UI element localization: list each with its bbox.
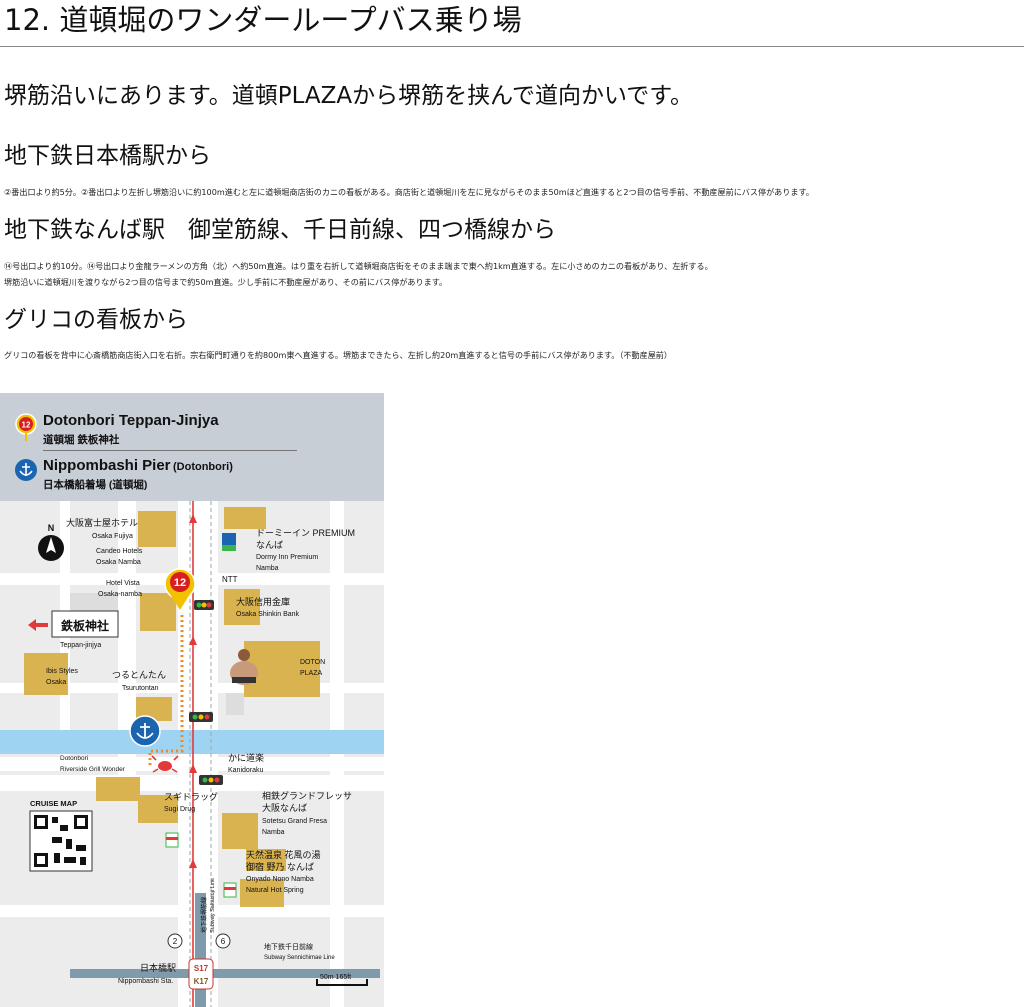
north-label: N: [48, 523, 55, 533]
label-station-ja: 日本橋駅: [140, 962, 176, 973]
north-arrow-icon: [38, 535, 64, 561]
exit-2-marker: 2: [167, 933, 183, 949]
cruise-map-qr-code: [29, 810, 93, 872]
label-onsen-ja1: 天然温泉 花風の湯: [246, 849, 321, 860]
label-kani-en: Kanidoraku: [228, 767, 264, 774]
label-tsuru-en: Tsurutontan: [122, 685, 159, 692]
label-dormy-ja1: ドーミーイン PREMIUM: [256, 528, 355, 538]
label-sotetsu-en1: Sotetsu Grand Fresa: [262, 818, 327, 825]
legend-stop-number: 12: [22, 421, 31, 430]
station-code-badge: S17 K17: [188, 958, 214, 990]
scale-bar: [316, 979, 368, 986]
exit-6-marker: 6: [215, 933, 231, 949]
label-dormy-en2: Namba: [256, 565, 279, 572]
legend-pier-ja: 日本橋船着場 (道頓堀): [43, 478, 147, 491]
traffic-light-3: [199, 775, 223, 785]
legend-stop-ja: 道頓堀 鉄板神社: [43, 433, 120, 446]
label-sotetsu-ja1: 相鉄グランドフレッサ: [262, 790, 352, 801]
subway-sakaisuji-line: [195, 893, 206, 1007]
section-text-namba-2: 堺筋沿いに道頓堀川を渡りながら2つ目の信号まで約50m直進。少し手前に不動産屋が…: [4, 277, 448, 287]
label-sugi-en: Sugi Drug: [164, 806, 195, 813]
title-divider: [0, 46, 1024, 47]
cruise-map-label: CRUISE MAP: [30, 799, 77, 808]
section-text-nippombashi: ②番出口より約5分。②番出口より左折し堺筋沿いに約100m進むと左に道頓堀商店街…: [4, 187, 814, 197]
section-text-namba-1: ⑭号出口より約10分。⑭号出口より金龍ラーメンの方角（北）へ約50m直進。はり重…: [4, 261, 713, 271]
label-onsen-ja2: 御宿 野乃 なんば: [246, 861, 314, 872]
legend-pier-en: Nippombashi Pier: [43, 457, 171, 474]
label-sugi-ja: スギドラッグ: [164, 791, 218, 802]
label-fujiya-en: Osaka Fujiya: [92, 533, 133, 540]
label-riverside-1: Dotonbori: [60, 755, 88, 762]
legend-pier-en-sub: (Dotonbori): [173, 461, 233, 473]
subway-sennichimae-line: [70, 969, 380, 978]
map-graphic: 12 Dotonbori Teppan-Jinjya 道頓堀 鉄板神社 Nipp…: [0, 412, 384, 1007]
svg-text:S17: S17: [194, 964, 209, 973]
label-shinkin-en: Osaka Shinkin Bank: [236, 611, 300, 618]
label-candeo-2: Osaka Namba: [96, 559, 141, 566]
teppan-en: Teppan-jinjya: [60, 642, 101, 649]
page-title: 12. 道頓堀のワンダーループバス乗り場: [4, 3, 522, 37]
convenience-store-icon: [165, 832, 237, 898]
label-sotetsu-ja2: 大阪なんば: [262, 802, 307, 813]
label-sakaisuji-ja: 地下鉄堺筋線: [200, 897, 208, 933]
label-ibis-1: Ibis Styles: [46, 668, 78, 675]
bus-stop-pin: 12: [164, 568, 196, 610]
label-onsen-en1: Onyado Nono Namba: [246, 876, 314, 883]
label-shinkin-ja: 大阪信用金庫: [236, 596, 290, 607]
label-sennichimae-en: Subway Sennichimae Line: [264, 955, 335, 961]
left-arrow-icon: [28, 619, 48, 631]
traffic-light-2: [189, 712, 213, 722]
lead-text: 堺筋沿いにあります。道頓PLAZAから堺筋を挟んで道向かいです。: [4, 83, 693, 109]
label-onsen-en2: Natural Hot Spring: [246, 887, 304, 894]
map-legend-panel: [0, 393, 384, 501]
sumo-figure-icon: [230, 649, 258, 685]
section-heading-glico: グリコの看板から: [4, 307, 188, 333]
crab-icon: [151, 755, 179, 773]
section-heading-nippombashi: 地下鉄日本橋駅から: [4, 143, 211, 169]
svg-text:2: 2: [173, 937, 178, 946]
section-heading-namba: 地下鉄なんば駅 御堂筋線、千日前線、四つ橋線から: [4, 217, 556, 243]
buildings: [24, 507, 320, 907]
traffic-light-1: [194, 600, 214, 610]
label-sennichimae-ja: 地下鉄千日前線: [264, 942, 313, 951]
walking-route: [148, 615, 184, 765]
legend-stop-en: Dotonbori Teppan-Jinjya: [43, 412, 219, 429]
label-doton-1: DOTON: [300, 659, 325, 666]
dotonbori-river: [0, 730, 384, 754]
label-ibis-2: Osaka: [46, 679, 66, 686]
label-sotetsu-en2: Namba: [262, 829, 285, 836]
label-candeo-1: Candeo Hotels: [96, 548, 143, 555]
access-map: 12 Dotonbori Teppan-Jinjya 道頓堀 鉄板神社 Nipp…: [0, 393, 384, 1007]
label-sakaisuji-en: Subway Sakaisuji Line: [210, 878, 216, 933]
section-text-glico: グリコの看板を背中に心斎橋筋商店街入口を右折。宗右衛門町通りを約800m東へ直進…: [4, 350, 672, 360]
label-dormy-ja2: なんば: [256, 540, 283, 550]
label-vista-1: Hotel Vista: [106, 580, 140, 587]
label-ntt: NTT: [222, 575, 238, 584]
label-fujiya-ja: 大阪富士屋ホテル: [66, 517, 138, 528]
legend-anchor-icon: [15, 459, 37, 481]
label-kani-ja: かに道楽: [228, 752, 264, 763]
label-scale: 50m 165ft: [320, 974, 351, 981]
label-tsuru-ja: つるとんたん: [112, 670, 166, 680]
label-vista-2: Osaka-namba: [98, 591, 142, 598]
pier-anchor-pin: [129, 715, 161, 747]
svg-text:K17: K17: [194, 977, 209, 986]
svg-text:6: 6: [221, 937, 226, 946]
teppan-sign-ja: 鉄板神社: [61, 618, 109, 633]
label-dormy-en1: Dormy Inn Premium: [256, 554, 318, 561]
legend-divider: [43, 450, 297, 451]
label-station-en: Nippombashi Sta.: [118, 978, 173, 985]
bus-stop-number: 12: [174, 577, 186, 589]
label-riverside-2: Riverside Grill Wonder: [60, 766, 126, 773]
label-doton-2: PLAZA: [300, 670, 323, 677]
legend-stop-pin: 12: [15, 413, 37, 441]
